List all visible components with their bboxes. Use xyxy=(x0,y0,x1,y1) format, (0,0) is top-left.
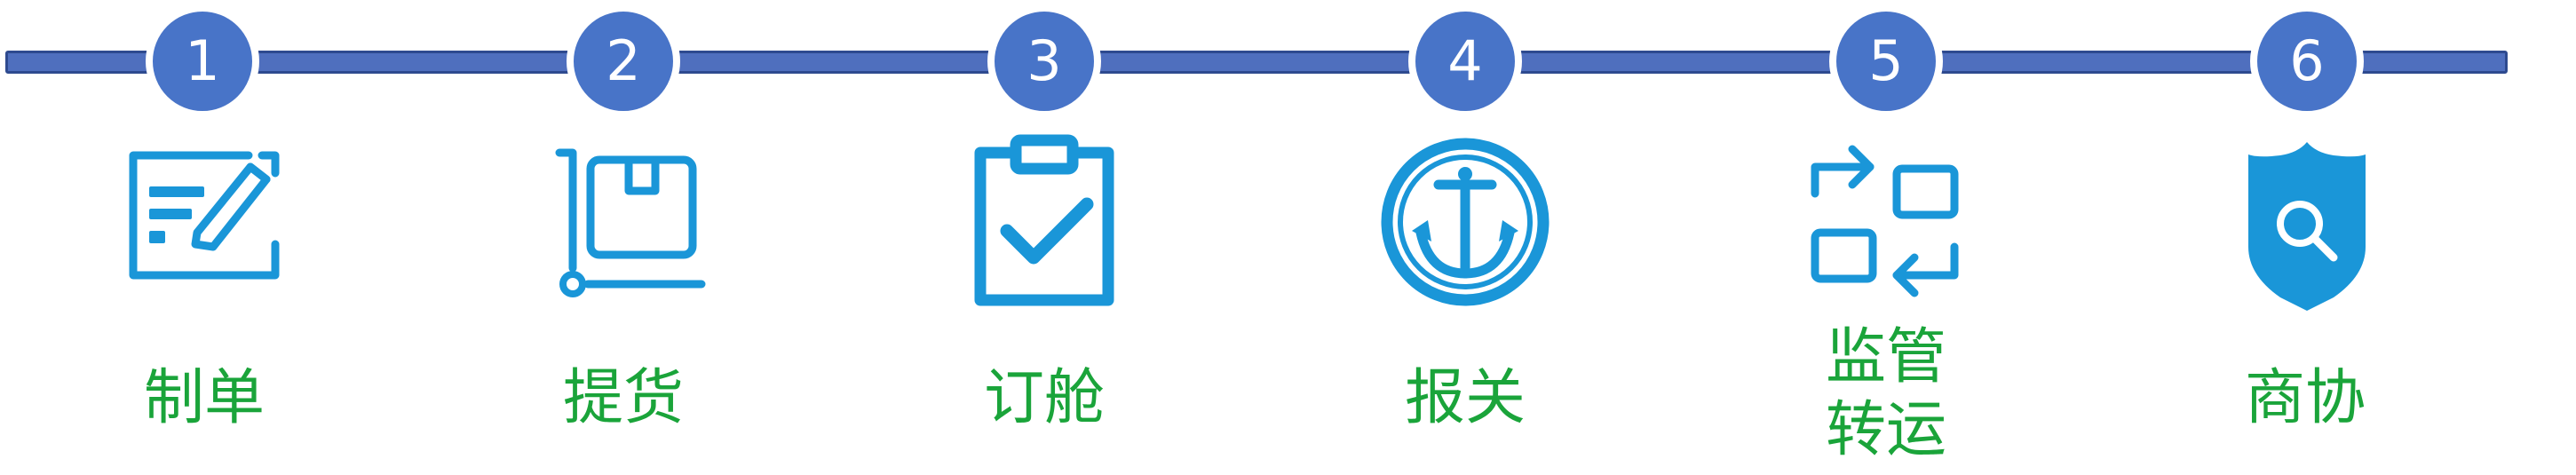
step-badge-5: 5 xyxy=(1829,4,1943,118)
step-label-1: 制单 xyxy=(143,363,265,433)
step-badge-1: 1 xyxy=(146,4,259,118)
hand-truck-box-icon xyxy=(533,133,710,311)
step-label-3: 订舱 xyxy=(983,363,1105,433)
step-label-4: 报关 xyxy=(1404,363,1526,433)
timeline-bar xyxy=(5,51,2508,74)
step-badge-2: 2 xyxy=(567,4,680,118)
step-badge-6: 6 xyxy=(2250,4,2364,118)
shield-search-icon xyxy=(2218,133,2396,311)
step-badge-4: 4 xyxy=(1408,4,1522,118)
anchor-icon xyxy=(1376,133,1554,311)
step-label-6: 商协 xyxy=(2244,363,2366,433)
document-edit-icon xyxy=(115,133,293,311)
transfer-arrows-icon xyxy=(1797,133,1975,311)
step-badge-3: 3 xyxy=(987,4,1101,118)
step-label-2: 提货 xyxy=(562,363,684,433)
clipboard-check-icon xyxy=(955,133,1133,311)
step-label-5: 监管 转运 xyxy=(1825,322,1946,465)
